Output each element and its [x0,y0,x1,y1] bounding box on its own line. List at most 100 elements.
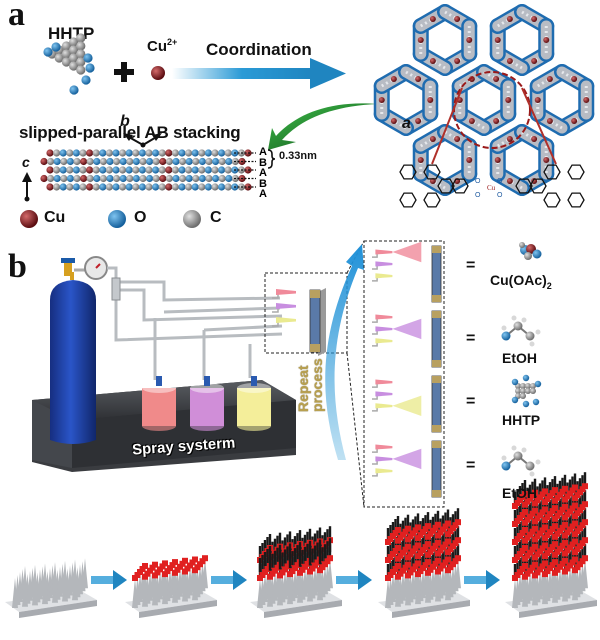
mof-pillar [446,509,450,524]
stack-atom [145,166,153,174]
mof-node [425,541,431,548]
stack-atom [152,183,160,191]
mof-pillar [288,554,292,569]
hydrogen-atom [535,329,541,335]
mof-pillar [411,537,415,552]
mof-node [142,563,148,569]
mof-pillar [391,522,395,536]
carbon-atom [520,388,526,394]
stack-atom [46,183,54,191]
stack-atom [138,149,146,157]
mof-node [572,556,578,563]
eq-sign-2: = [466,330,476,347]
stack-atom [205,174,213,183]
growth-arrow-shaft [336,576,358,584]
stack-atom [53,183,61,191]
mof-node [445,520,451,527]
mof-pillar [553,476,557,491]
mof-pillar [513,510,517,524]
carbon-atom [69,53,79,63]
substrate-clip [432,441,441,448]
growth-arrow-head [358,570,372,590]
nanopillar [425,562,431,593]
cu-node [417,37,424,43]
stack-atom [105,166,113,174]
stack-atom [40,157,48,166]
mof-pillar [578,478,582,493]
mof-pillar [561,531,564,546]
stack-atom [126,174,134,183]
carbon-atom [513,451,523,461]
growth-arrow-head [233,570,247,590]
mof-pillar [444,512,447,527]
mof-pillar [441,515,445,530]
stack-atom [171,166,179,174]
nanopillar [22,566,28,596]
mof-pillar [456,526,460,541]
mof-pillar [548,482,552,497]
nozzle [276,317,296,323]
mof-node [552,523,558,530]
substrate-holder [309,288,326,356]
mof-pillar [286,534,289,549]
mof-node [455,555,461,562]
mof-pillar [451,514,455,529]
mof-pillar [273,550,277,565]
oxygen-symbol: O [497,192,503,199]
stack-atom [152,157,160,166]
repeat-process-label: Repeat process [295,358,325,412]
legend-c-label: C [210,209,222,226]
carbon-atom [520,393,526,399]
mof-pillar [268,556,272,571]
substrate-edge [264,600,342,618]
mof-pillar [521,519,524,533]
stack-atom [112,183,120,191]
carbon-atom [530,388,536,394]
cu-node [390,76,397,82]
cu-node [415,118,422,124]
stack-atom [66,166,74,174]
mof-node [552,487,558,494]
mof-pillar [323,544,327,559]
mof-pillar [394,555,397,569]
mof-pillar [583,526,587,541]
mof-node [522,527,528,533]
stack-atom [92,183,100,191]
eq-sign-4: = [466,457,476,474]
carbon-atom [61,41,71,51]
mof-pillar [298,530,302,545]
mof-node [532,561,538,568]
mof-node [425,559,431,566]
nozzle [375,403,393,409]
nozzle [375,379,393,385]
mof-node [405,561,411,568]
oxygen-atom [522,374,530,382]
mof-pillar [454,547,457,562]
stack-atom [119,149,127,157]
mof-pillar [528,538,532,553]
carbon-atom [69,45,79,55]
mof-pillar [571,548,574,563]
growth-sequence [5,472,597,618]
mof-pillar [421,536,425,551]
stack-atom [218,149,226,157]
stack-atom [132,174,140,183]
stack-atom [211,149,219,157]
nozzle [375,468,393,474]
nozzle [375,249,393,255]
reservoir-bottles [142,376,271,431]
spacing-brace [267,149,276,169]
mof-pillar [538,483,542,498]
etoh-molecule-1 [501,315,541,347]
stack-atom [53,166,61,174]
layer-label: A [259,188,267,200]
mof-pillar [308,528,312,543]
mof-node [542,488,548,495]
step-3-label: HHTP [502,412,541,428]
nanopillar [32,564,38,595]
mof-node [395,527,401,533]
mof-node [327,555,333,562]
stack-atom [165,149,173,157]
nozzle [375,338,393,344]
